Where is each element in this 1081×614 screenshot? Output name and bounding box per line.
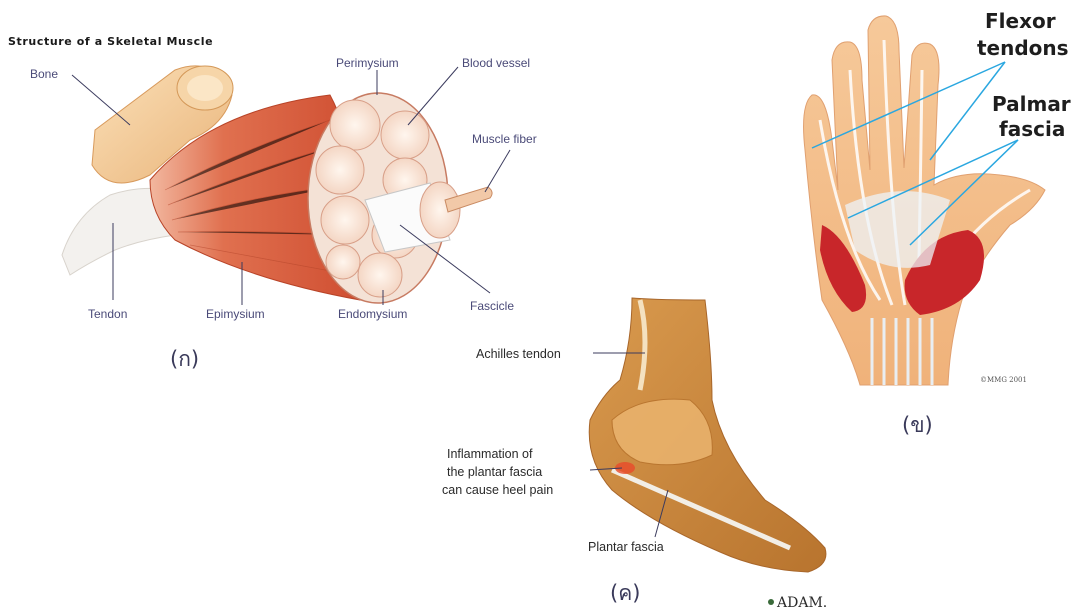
label-blood-vessel: Blood vessel [462,56,530,70]
label-palmar-line1: Palmar [992,92,1071,116]
adam-logo: ADAM. [768,595,827,611]
label-inflammation-line1: Inflammation of [447,447,533,461]
panel-b-label: (ข) [902,413,933,437]
label-tendon: Tendon [88,307,127,321]
panel-c-foot: Achilles tendon Inflammation of the plan… [442,298,827,611]
adam-logo-text: ADAM. [776,595,827,611]
label-palmar-line2: fascia [999,117,1065,141]
label-inflammation-line2: the plantar fascia [447,465,542,479]
label-achilles-tendon: Achilles tendon [476,347,561,361]
copyright-mmg: ©MMG 2001 [980,376,1027,384]
adam-logo-mark [768,599,774,605]
panel-c-label: (ค) [610,581,640,605]
label-plantar-fascia: Plantar fascia [588,540,664,554]
tarsal-bones [612,399,712,465]
label-inflammation-line3: can cause heel pain [442,483,553,497]
label-epimysium: Epimysium [206,307,265,321]
label-flexor-line2: tendons [977,36,1069,60]
label-endomysium: Endomysium [338,307,407,321]
label-muscle-fiber: Muscle fiber [472,132,537,146]
panel-b-hand: Flexor tendons Palmar fascia ©MMG 2001 (… [796,9,1071,437]
label-flexor-line1: Flexor [985,9,1056,33]
label-fascicle: Fascicle [470,299,514,313]
panel-a-label: (ก) [170,347,199,371]
label-perimysium: Perimysium [336,56,399,70]
label-bone: Bone [30,67,58,81]
panel-a-skeletal-muscle: Structure of a Skeletal Muscle [8,35,537,371]
panel-a-title: Structure of a Skeletal Muscle [8,35,213,48]
